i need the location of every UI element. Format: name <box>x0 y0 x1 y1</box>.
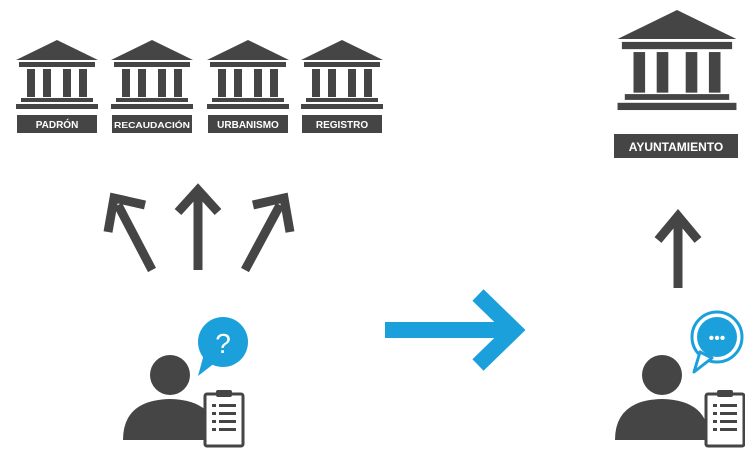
citizen-left: ? <box>123 317 248 448</box>
department-label: REGISTRO <box>316 120 368 131</box>
department-label: RECAUDACIÓN <box>114 119 190 130</box>
bubble-text: ••• <box>709 330 726 347</box>
building-icon <box>617 10 737 111</box>
building-icon <box>301 40 383 109</box>
chat-bubble-icon: ••• <box>690 310 744 374</box>
citizen-right: ••• <box>615 310 745 448</box>
department-registro: REGISTRO <box>301 40 383 133</box>
building-icon <box>111 40 193 109</box>
clipboard-icon <box>704 388 745 448</box>
arrow-right-icon <box>385 289 526 371</box>
building-icon <box>16 40 98 109</box>
building-icon <box>207 40 289 109</box>
department-recaudacion: RECAUDACIÓN <box>111 40 193 133</box>
clipboard-icon <box>203 388 245 448</box>
department-label: URBANISMO <box>217 120 279 131</box>
department-label: PADRÓN <box>36 118 79 131</box>
city-hall-label-bg <box>614 134 738 158</box>
arrow-up-icon <box>654 208 702 288</box>
arrow-up-right-icon <box>241 192 295 273</box>
city-hall <box>617 10 737 111</box>
department-urbanismo: URBANISMO <box>207 40 289 133</box>
arrow-up-icon <box>174 183 222 270</box>
city-hall-label: AYUNTAMIENTO <box>629 140 723 154</box>
arrow-up-left-icon <box>103 192 156 273</box>
question-bubble-icon: ? <box>198 317 248 376</box>
department-padron: PADRÓN <box>16 40 98 133</box>
bubble-text: ? <box>215 328 231 359</box>
